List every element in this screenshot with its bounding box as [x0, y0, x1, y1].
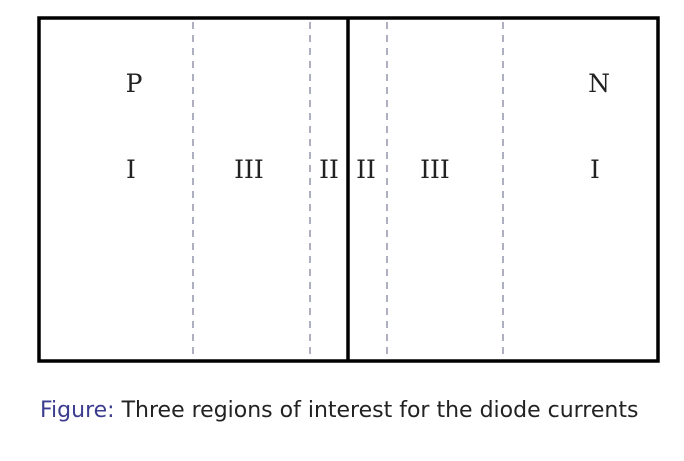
n-side-label: N: [588, 69, 610, 98]
figure-caption: Figure: Three regions of interest for th…: [40, 398, 638, 423]
caption-text: Three regions of interest for the diode …: [121, 398, 639, 423]
caption-prefix: Figure:: [40, 398, 115, 423]
p-side-label: P: [126, 69, 143, 98]
region-label-n-1: I: [590, 155, 600, 184]
region-label-n-3: III: [420, 155, 450, 184]
diode-regions-diagram: P N I III II II III I: [37, 16, 660, 363]
region-label-p-2: II: [319, 155, 339, 184]
region-label-p-1: I: [126, 155, 136, 184]
region-label-n-2: II: [356, 155, 376, 184]
region-label-p-3: III: [234, 155, 264, 184]
